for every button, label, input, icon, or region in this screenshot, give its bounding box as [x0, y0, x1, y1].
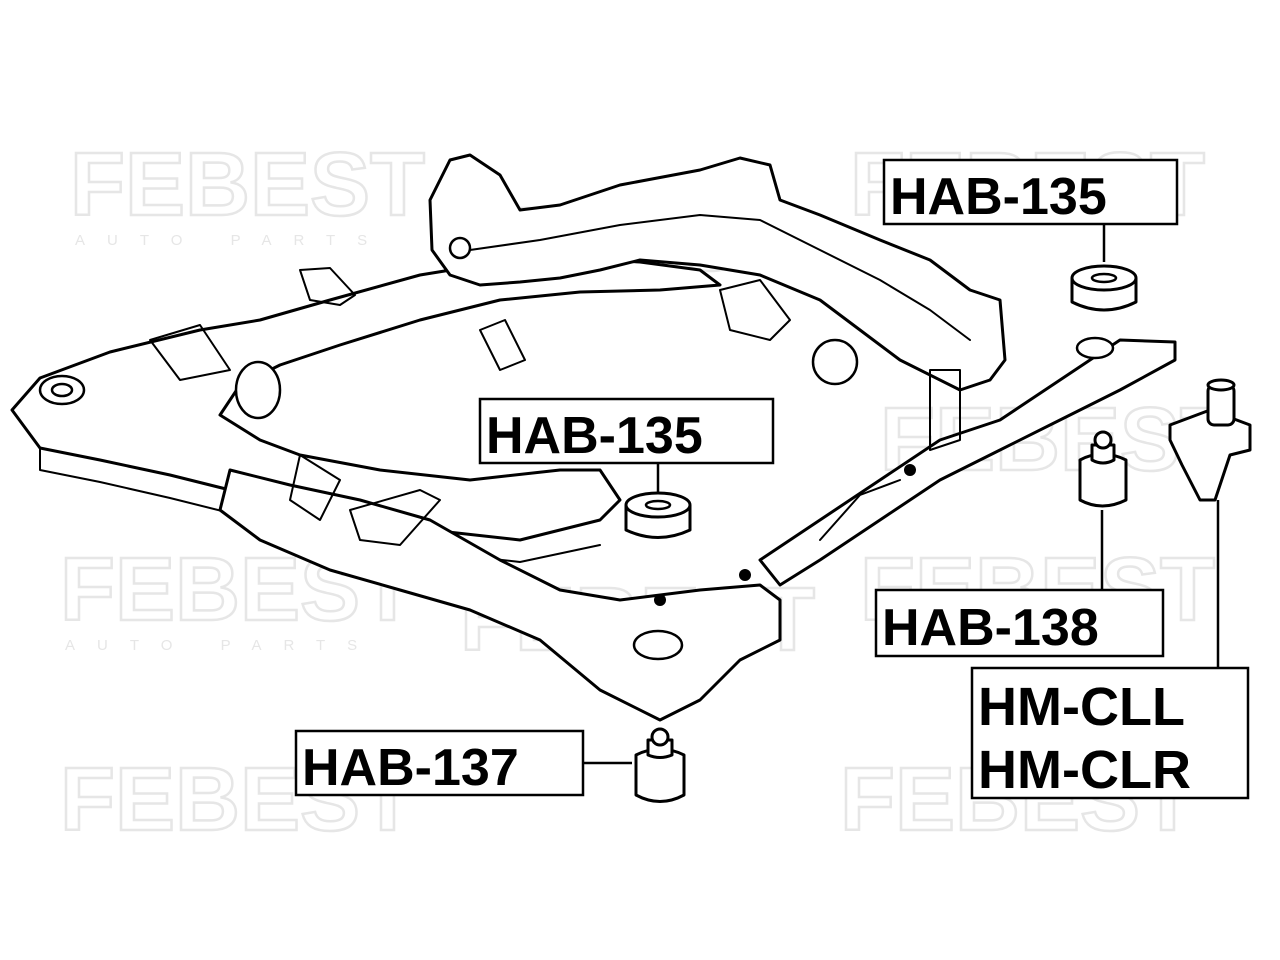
part-hm-cll-clr: HM-CLL HM-CLR — [970, 378, 1252, 800]
label-box-hab135-center — [478, 397, 775, 465]
label-box-hab138 — [874, 588, 1165, 658]
rear-crossmember — [428, 153, 1007, 392]
watermark-tagline: AUTO PARTS — [65, 637, 379, 654]
label-box-hab135-top — [882, 158, 1179, 226]
watermark-tagline: AUTO PARTS — [75, 232, 389, 249]
left-side-rail — [218, 468, 782, 722]
label-box-hm-cll-clr — [970, 666, 1250, 800]
right-side-rail — [758, 338, 1177, 587]
label-hab138: HAB-138 — [882, 599, 1099, 657]
part-hab138: HAB-138 — [874, 430, 1165, 658]
label-box-hab137 — [294, 729, 585, 797]
watermark-logo: FEBEST — [70, 135, 425, 235]
label-hm-cll: HM-CLL — [978, 677, 1185, 737]
label-hm-clr: HM-CLR — [978, 740, 1191, 800]
part-hab135-top: HAB-135 — [882, 158, 1179, 312]
part-hab135-center: HAB-135 — [478, 397, 775, 539]
label-hab135-center: HAB-135 — [486, 407, 703, 465]
part-hab137: HAB-137 — [294, 727, 686, 803]
label-hab137: HAB-137 — [302, 739, 519, 797]
label-hab135-top: HAB-135 — [890, 168, 1107, 226]
subframe-drawing — [10, 153, 1177, 722]
